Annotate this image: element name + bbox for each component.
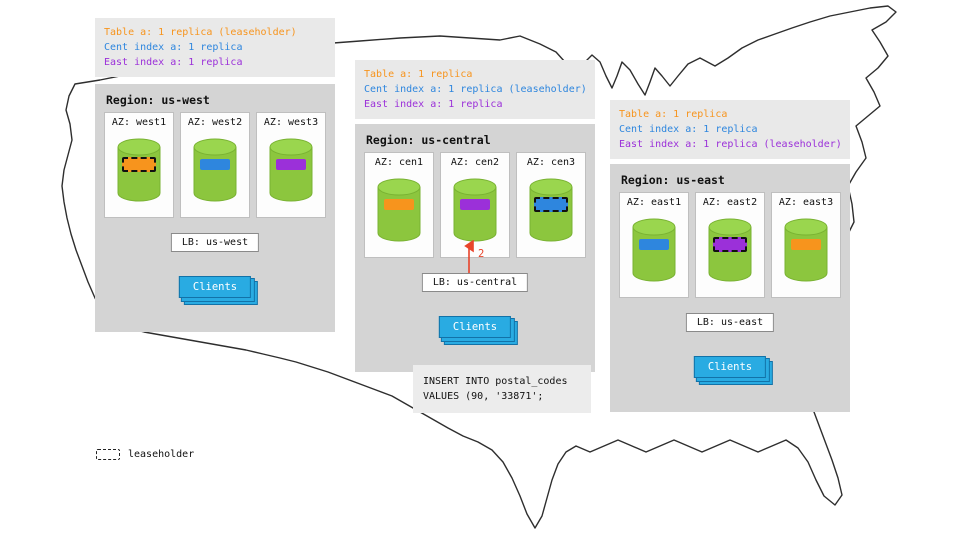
annotation-box-us-central: Table a: 1 replica Cent index a: 1 repli… xyxy=(355,60,595,119)
az-label: AZ: west2 xyxy=(187,117,243,128)
region-panel-us-east: Region: us-east AZ: east1 AZ: east2 AZ: … xyxy=(610,164,850,412)
az-box-cen2: AZ: cen2 xyxy=(440,152,510,258)
replica-chip xyxy=(122,157,156,172)
az-label: AZ: east2 xyxy=(702,197,758,208)
region-title: Region: us-east xyxy=(621,173,725,187)
region-title: Region: us-west xyxy=(106,93,210,107)
az-label: AZ: west3 xyxy=(263,117,319,128)
az-label: AZ: west1 xyxy=(111,117,167,128)
az-label: AZ: cen3 xyxy=(526,157,576,168)
leaseholder-legend-label: leaseholder xyxy=(128,449,195,460)
load-balancer-us-central: LB: us-central xyxy=(421,273,529,292)
annotation-table-a: Table a: 1 replica xyxy=(364,69,473,80)
az-box-west1: AZ: west1 xyxy=(104,112,174,218)
replica-chip xyxy=(639,239,669,250)
database-cylinder xyxy=(116,137,164,209)
replica-chip xyxy=(460,199,490,210)
annotation-box-us-east: Table a: 1 replica Cent index a: 1 repli… xyxy=(610,100,850,159)
annotation-cent-index: Cent index a: 1 replica xyxy=(104,42,243,53)
load-balancer-us-west: LB: us-west xyxy=(170,233,260,252)
az-box-west2: AZ: west2 xyxy=(180,112,250,218)
annotation-east-index: East index a: 1 replica xyxy=(364,99,503,110)
database-cylinder xyxy=(707,217,755,289)
sql-line-1: INSERT INTO postal_codes xyxy=(423,376,568,387)
leaseholder-legend: leaseholder xyxy=(96,449,194,460)
replica-chip xyxy=(713,237,747,252)
database-cylinder xyxy=(631,217,679,289)
region-title: Region: us-central xyxy=(366,133,491,147)
az-box-east3: AZ: east3 xyxy=(771,192,841,298)
az-label: AZ: cen2 xyxy=(450,157,500,168)
sql-statement-box: INSERT INTO postal_codes VALUES (90, '33… xyxy=(413,365,591,413)
database-cylinder xyxy=(452,177,500,249)
region-panel-us-central: Region: us-central AZ: cen1 AZ: cen2 AZ:… xyxy=(355,124,595,372)
database-cylinder xyxy=(376,177,424,249)
annotation-east-index: East index a: 1 replica xyxy=(104,57,243,68)
az-box-west3: AZ: west3 xyxy=(256,112,326,218)
replica-chip xyxy=(384,199,414,210)
az-box-cen3: AZ: cen3 xyxy=(516,152,586,258)
clients-node-us-west: Clients xyxy=(178,276,252,298)
arrow-step-label: 2 xyxy=(478,248,485,260)
az-box-east2: AZ: east2 xyxy=(695,192,765,298)
annotation-box-us-west: Table a: 1 replica (leaseholder) Cent in… xyxy=(95,18,335,77)
database-cylinder xyxy=(192,137,240,209)
leaseholder-legend-swatch xyxy=(96,449,120,460)
clients-node-us-east: Clients xyxy=(693,356,767,378)
annotation-table-a: Table a: 1 replica (leaseholder) xyxy=(104,27,297,38)
az-label: AZ: cen1 xyxy=(374,157,424,168)
az-box-east1: AZ: east1 xyxy=(619,192,689,298)
write-arrow xyxy=(464,240,474,273)
database-cylinder xyxy=(783,217,831,289)
clients-node-us-central: Clients xyxy=(438,316,512,338)
sql-line-2: VALUES (90, '33871'; xyxy=(423,391,544,402)
replica-chip xyxy=(276,159,306,170)
annotation-table-a: Table a: 1 replica xyxy=(619,109,728,120)
az-box-cen1: AZ: cen1 xyxy=(364,152,434,258)
annotation-cent-index: Cent index a: 1 replica xyxy=(619,124,758,135)
annotation-cent-index: Cent index a: 1 replica (leaseholder) xyxy=(364,84,587,95)
az-label: AZ: east3 xyxy=(778,197,834,208)
az-label: AZ: east1 xyxy=(626,197,682,208)
replica-chip xyxy=(791,239,821,250)
replica-chip xyxy=(534,197,568,212)
replica-chip xyxy=(200,159,230,170)
database-cylinder xyxy=(528,177,576,249)
database-cylinder xyxy=(268,137,316,209)
region-panel-us-west: Region: us-west AZ: west1 AZ: west2 AZ: … xyxy=(95,84,335,332)
annotation-east-index: East index a: 1 replica (leaseholder) xyxy=(619,139,842,150)
load-balancer-us-east: LB: us-east xyxy=(685,313,775,332)
